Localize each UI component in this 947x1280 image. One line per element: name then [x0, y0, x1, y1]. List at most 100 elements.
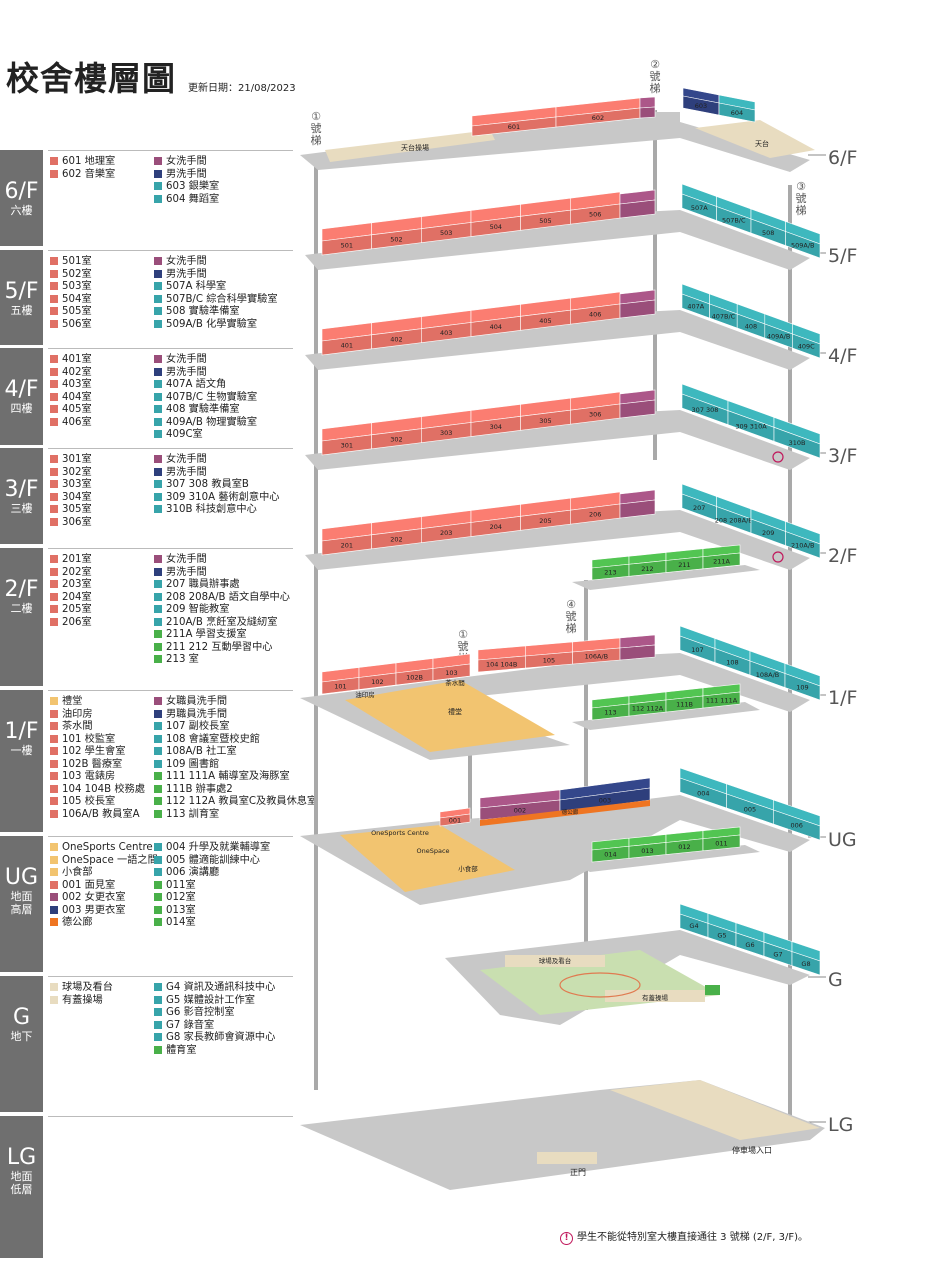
stair-1-lower-label: 號 [458, 640, 469, 653]
rooms-4f-label: 404 [490, 323, 502, 331]
legend-swatch [154, 759, 162, 768]
legend-swatch [154, 157, 162, 165]
legend-swatch [50, 759, 58, 768]
legend-swatch [50, 880, 58, 889]
rooms-3f-label: 301 [341, 441, 353, 449]
legend-separator [48, 348, 293, 349]
legend-label: 507A 科學室 [166, 281, 227, 292]
rooms-4f-east-label: 407B/C [712, 313, 736, 321]
legend-swatch [154, 307, 162, 315]
legend-item: 108A/B 社工室 [154, 746, 317, 759]
legend-swatch [154, 580, 162, 588]
legend-label: 111B 辦事處2 [166, 783, 233, 795]
legend-item: 603 銀樂室 [154, 181, 219, 194]
rooms-2f-label: 205 [539, 517, 551, 525]
stair-shaft-3 [788, 185, 792, 1130]
rooms-1f-west-label: 101 [334, 682, 346, 690]
rooms-4f-label: 401 [341, 341, 353, 349]
legend-label: 女洗手間 [166, 554, 207, 565]
washroom-4f-front [619, 299, 656, 319]
legend-label: 油印房 [62, 708, 93, 720]
legend-label: 女洗手間 [166, 256, 207, 267]
rooms-6f-east-label: 604 [731, 109, 743, 117]
legend-swatch [154, 709, 162, 718]
rooms-2f-east-front [785, 531, 821, 559]
legend-swatch [50, 355, 58, 363]
legend-item: 006 演講廳 [154, 867, 270, 880]
legend-swatch [50, 784, 58, 793]
legend-item: 女洗手間 [154, 454, 279, 467]
legend-label: 004 升學及就業輔導室 [166, 842, 271, 853]
legend-label: 體育室 [166, 1044, 197, 1056]
legend-item: 403室 [50, 379, 92, 392]
legend-swatch [154, 480, 162, 488]
legend-label: 女洗手間 [166, 354, 207, 365]
legend-item: 013室 [154, 905, 270, 918]
legend-item: 307 308 教員室B [154, 479, 279, 492]
rooms-2f-label: 204 [490, 523, 502, 531]
court-label: 球場及看台 [539, 956, 572, 965]
legend-item: 602 音樂室 [50, 169, 115, 182]
legend-label: 106A/B 教員室A [62, 808, 140, 820]
legend-item: 111 111A 輔導室及海豚室 [154, 771, 317, 784]
legend-swatch [154, 257, 162, 265]
legend-swatch [154, 194, 162, 203]
legend-item: 408 實驗準備室 [154, 404, 257, 417]
legend-swatch [50, 492, 58, 501]
floor-label-2f: 2/F [828, 545, 857, 567]
legend-item: 113 訓育室 [154, 809, 317, 822]
legend-item: 207 職員辦事處 [154, 579, 290, 592]
rooms-2f-east-label: 208 208A/B [715, 516, 753, 524]
legend-label: 005 體適能訓練中心 [166, 854, 260, 866]
legend-item: 604 舞蹈室 [154, 194, 219, 207]
legend-item: 204室 [50, 592, 92, 605]
rooms-2f-label: 203 [440, 529, 452, 537]
legend-item: G8 家長教師會資源中心 [154, 1032, 275, 1045]
updated-date: 更新日期：21/08/2023 [188, 83, 296, 94]
legend-item: 309 310A 藝術創意中心 [154, 492, 279, 505]
legend-item: 106A/B 教員室A [50, 809, 145, 822]
rooms-3f-label: 305 [539, 417, 551, 425]
legend-label: 002 女更衣室 [62, 892, 126, 903]
rooms-4f-east-label: 409A/B [767, 333, 791, 341]
legend-label: 207 職員辦事處 [166, 579, 240, 590]
tea-room-label: 茶水間 [445, 678, 465, 687]
floor-tab-code: 4/F [4, 377, 39, 402]
stair-shaft-2 [653, 110, 657, 460]
legend-label: 303室 [62, 479, 92, 490]
legend-swatch [154, 294, 162, 303]
legend-label: 210A/B 烹飪室及縫紉室 [166, 616, 278, 628]
legend-item: 105 校長室 [50, 796, 145, 809]
no-access-icon-2f [772, 551, 784, 563]
legend-label: 404室 [62, 391, 92, 403]
legend-swatch [50, 709, 58, 718]
floor-label-6f: 6/F [828, 147, 857, 169]
floor-tab-chinese: 地下 [10, 1030, 33, 1043]
legend-label: 604 舞蹈室 [166, 193, 220, 205]
floor-tab-chinese: 五樓 [10, 304, 33, 317]
rooms-5f-label: 503 [440, 229, 452, 237]
slab-ug-link [572, 845, 760, 872]
page-title: 校舍樓層圖 [6, 59, 176, 98]
rooms-1f-east-label: 107 [691, 646, 703, 654]
legend-item: 406室 [50, 417, 92, 430]
rooms-1f-green-label: 111 111A [706, 697, 738, 705]
rooms-5f-east-front [785, 231, 821, 259]
legend-item: 103 電錶房 [50, 771, 145, 784]
legend-label: 505室 [62, 306, 92, 317]
legend-separator [48, 1116, 293, 1117]
legend-label: 102 學生會室 [62, 746, 126, 757]
legend-item: 302室 [50, 467, 92, 480]
rooms-6f-label: 602 [592, 114, 604, 122]
legend-item: G6 影音控制室 [154, 1007, 275, 1020]
legend-label: 211A 學習支援室 [166, 629, 247, 640]
legend-label: 407A 語文角 [166, 379, 227, 390]
legend-label: 球場及看台 [62, 982, 113, 993]
legend-label: 504室 [62, 293, 92, 305]
